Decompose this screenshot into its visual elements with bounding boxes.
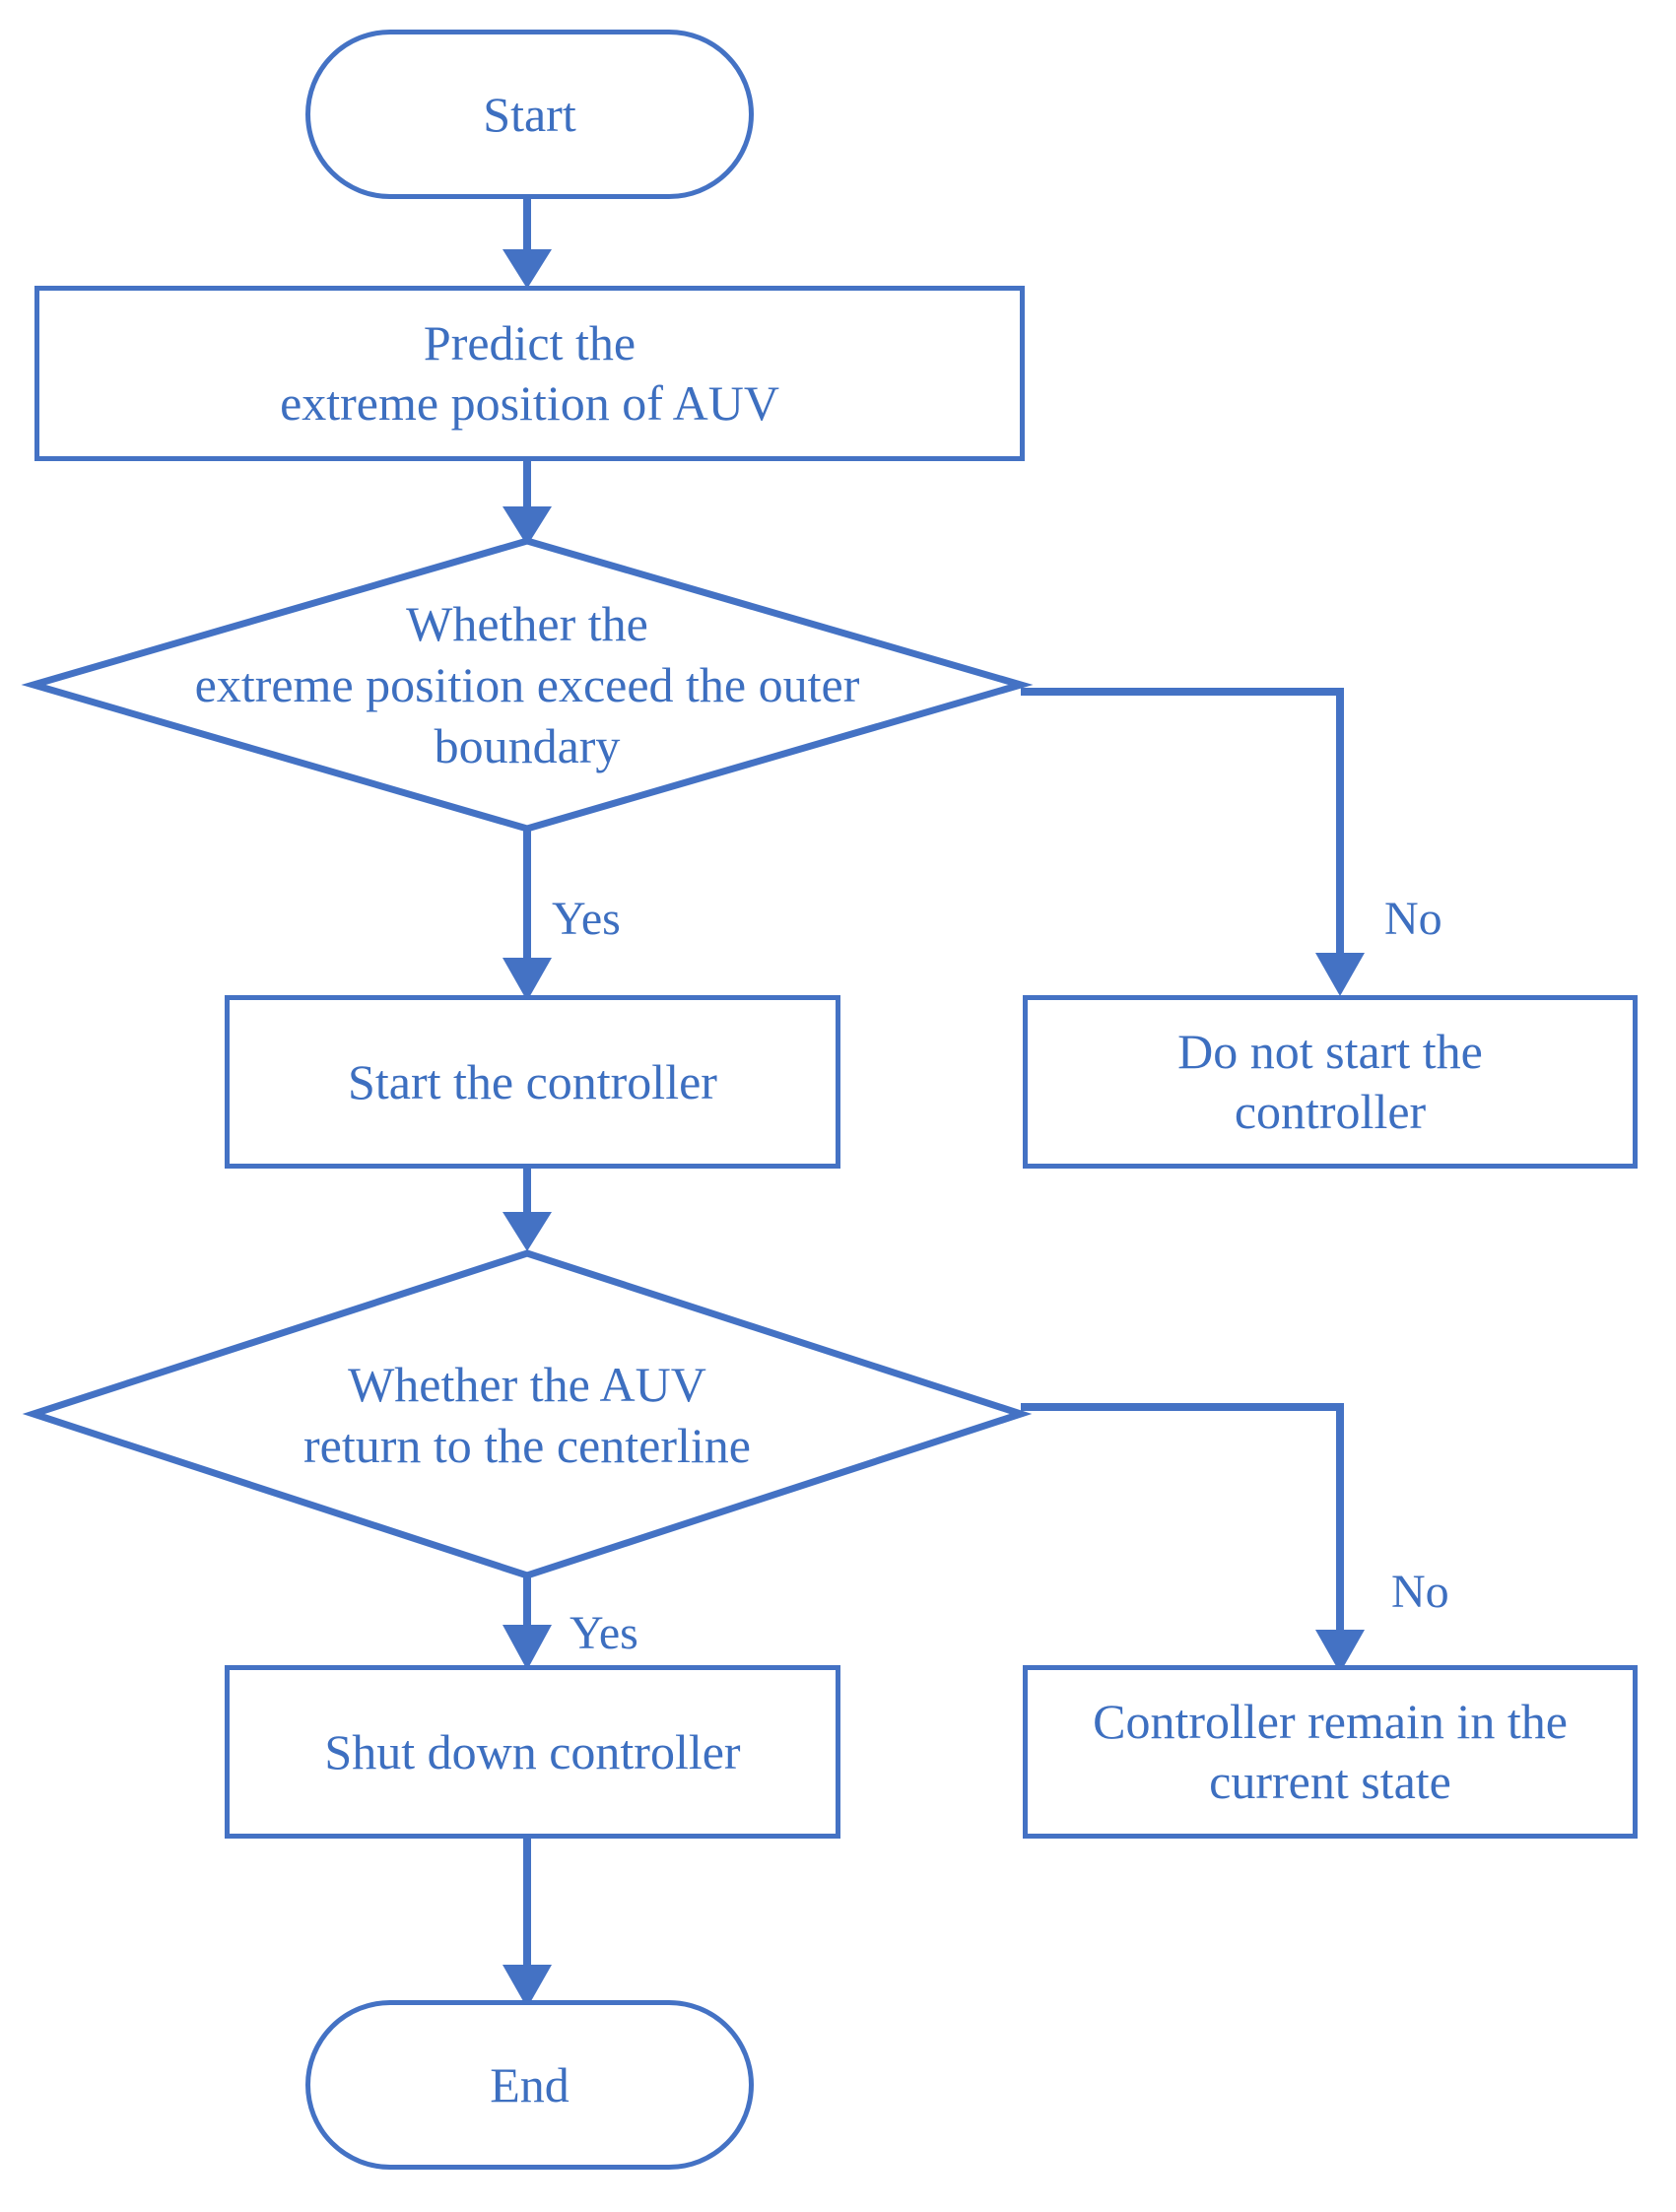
edge-decision2-yes <box>503 1572 552 1670</box>
node-controller-remain-line1: Controller remain in the <box>1093 1694 1568 1749</box>
node-start-label: Start <box>483 86 576 142</box>
decision2-diamond-shape <box>22 1249 1033 1579</box>
edge-decision2-no <box>1021 1403 1365 1673</box>
node-decision1-line1: Whether the <box>406 596 648 651</box>
decision1-diamond-shape <box>21 537 1034 833</box>
node-controller-remain-current-state[interactable]: Controller remain in the current state <box>1023 1665 1638 1839</box>
node-shut-down-controller-label: Shut down controller <box>324 1723 741 1779</box>
node-decision1-line3: boundary <box>434 718 621 773</box>
edge-predict-to-decision1 <box>503 457 552 546</box>
edge-label-decision2-yes: Yes <box>570 1607 638 1659</box>
node-do-not-start-the-controller[interactable]: Do not start the controller <box>1023 995 1638 1169</box>
node-decision-exceed-outer-boundary[interactable]: Whether the extreme position exceed the … <box>21 537 1034 833</box>
node-start-the-controller-label: Start the controller <box>348 1053 717 1109</box>
node-do-not-start-line1: Do not start the <box>1177 1024 1483 1079</box>
node-controller-remain-line2: current state <box>1209 1754 1451 1809</box>
edge-startcontroller-to-decision2 <box>503 1163 552 1251</box>
edge-label-decision1-yes: Yes <box>552 893 621 945</box>
node-predict-line1: Predict the <box>423 315 637 370</box>
edge-label-decision1-no: No <box>1384 893 1442 945</box>
node-decision2-line2: return to the centerline <box>303 1417 751 1473</box>
node-decision1-text: Whether the extreme position exceed the … <box>139 593 915 776</box>
node-decision2-text: Whether the AUV return to the centerline <box>139 1354 915 1476</box>
node-decision2-line1: Whether the AUV <box>348 1356 706 1412</box>
node-decision1-line2: extreme position exceed the outer <box>194 657 860 712</box>
node-start[interactable]: Start <box>305 30 754 199</box>
edge-decision1-no <box>1021 688 1365 996</box>
node-do-not-start-line2: controller <box>1234 1084 1427 1139</box>
edge-start-to-predict <box>503 195 552 289</box>
node-shut-down-controller[interactable]: Shut down controller <box>225 1665 840 1839</box>
node-start-the-controller[interactable]: Start the controller <box>225 995 840 1169</box>
node-decision-return-to-centerline[interactable]: Whether the AUV return to the centerline <box>22 1249 1033 1579</box>
edge-shutdown-to-end <box>503 1837 552 2008</box>
node-predict-line2: extreme position of AUV <box>280 375 779 431</box>
node-end[interactable]: End <box>305 2000 754 2170</box>
node-end-label: End <box>490 2056 570 2112</box>
edge-decision1-yes <box>503 828 552 1001</box>
node-predict-extreme-position[interactable]: Predict the extreme position of AUV <box>34 286 1025 461</box>
edge-label-decision2-no: No <box>1391 1566 1449 1618</box>
